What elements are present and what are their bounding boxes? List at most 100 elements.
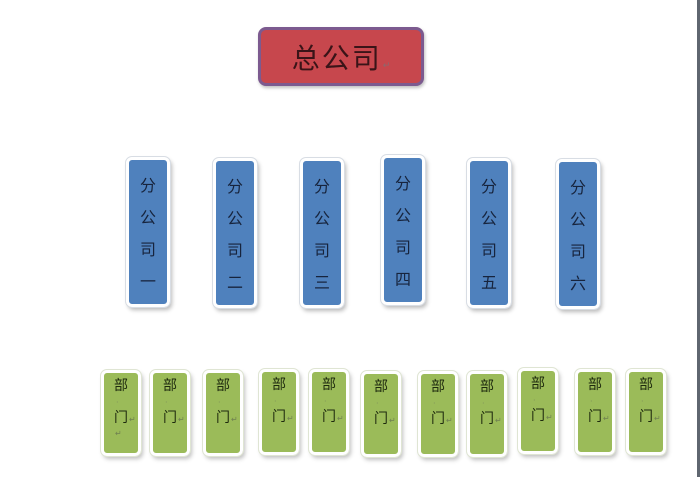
- space-mark-icon: ·: [274, 397, 277, 406]
- space-mark-icon: ·: [116, 398, 119, 407]
- branch-char: 司: [569, 242, 586, 261]
- branch-node-3[interactable]: 分 公 司 三: [299, 157, 345, 309]
- branch-char: 一: [139, 272, 156, 291]
- paragraph-mark-icon: ↵: [495, 416, 502, 425]
- space-mark-icon: ·: [641, 397, 644, 406]
- department-node-9[interactable]: 部 · 门↵: [517, 367, 559, 455]
- department-char: 部: [639, 377, 653, 393]
- department-char-row: 门↵: [639, 410, 661, 424]
- department-char: 部: [531, 376, 545, 392]
- paragraph-mark-icon: ↵: [603, 414, 610, 423]
- department-node-10[interactable]: 部 · 门↵: [574, 368, 616, 456]
- space-mark-icon: ·: [533, 396, 536, 405]
- space-mark-icon: ·: [433, 399, 436, 408]
- department-char-row: 门↵: [588, 410, 610, 424]
- head-office-label: 总公司: [291, 41, 382, 75]
- paragraph-mark-icon: ↵: [389, 416, 396, 425]
- department-char: 门: [374, 411, 388, 427]
- department-char: 门: [531, 408, 545, 424]
- branch-char: 公: [480, 209, 497, 228]
- department-char-row: 门↵: [272, 410, 294, 424]
- paragraph-mark-icon: ↵: [287, 414, 294, 423]
- department-char: 门: [588, 409, 602, 425]
- branch-char: 分: [480, 177, 497, 196]
- department-node-5[interactable]: 部 · 门↵: [308, 368, 350, 456]
- branch-char: 公: [139, 208, 156, 227]
- department-char: 门: [163, 410, 177, 426]
- branch-char: 司: [480, 241, 497, 260]
- department-node-8[interactable]: 部 · 门↵: [466, 370, 508, 458]
- department-char: 部: [431, 379, 445, 395]
- branch-char: 四: [394, 270, 411, 289]
- branch-node-6[interactable]: 分 公 司 六: [555, 158, 601, 310]
- department-char-row: 门↵: [216, 411, 238, 425]
- paragraph-mark-icon: ↵: [337, 414, 344, 423]
- department-char: 部: [322, 377, 336, 393]
- space-mark-icon: ·: [482, 399, 485, 408]
- branch-char: 司: [394, 238, 411, 257]
- branch-char: 公: [569, 210, 586, 229]
- department-char: 门: [639, 409, 653, 425]
- branch-char: 二: [226, 273, 243, 292]
- paragraph-mark-icon: ↵: [115, 429, 122, 438]
- branch-node-4[interactable]: 分 公 司 四: [380, 154, 426, 306]
- department-node-7[interactable]: 部 · 门↵: [417, 370, 459, 458]
- branch-char: 三: [313, 273, 330, 292]
- paragraph-mark-icon: ↵: [546, 413, 553, 422]
- branch-char: 公: [394, 206, 411, 225]
- branch-char: 司: [139, 240, 156, 259]
- department-char: 部: [374, 379, 388, 395]
- space-mark-icon: ·: [324, 397, 327, 406]
- space-mark-icon: ·: [590, 397, 593, 406]
- paragraph-mark-icon: ↵: [178, 415, 185, 424]
- department-char-row: 门↵: [163, 411, 185, 425]
- department-char: 部: [480, 379, 494, 395]
- paragraph-mark-icon: ↵: [654, 414, 661, 423]
- department-char: 部: [588, 377, 602, 393]
- department-char-row: 门↵: [322, 410, 344, 424]
- branch-char: 分: [313, 177, 330, 196]
- head-office-node[interactable]: 总公司 ↵: [258, 27, 424, 86]
- branch-node-1[interactable]: 分 公 司 一: [125, 156, 171, 308]
- branch-node-2[interactable]: 分 公 司 二: [212, 157, 258, 309]
- department-char: 部: [163, 378, 177, 394]
- branch-char: 五: [480, 273, 497, 292]
- department-char: 部: [216, 378, 230, 394]
- window-edge-border: [697, 0, 700, 477]
- space-mark-icon: ·: [376, 399, 379, 408]
- branch-char: 分: [394, 174, 411, 193]
- department-node-11[interactable]: 部 · 门↵: [625, 368, 667, 456]
- department-char-row: 门↵: [114, 411, 136, 425]
- paragraph-mark-icon: ↵: [446, 416, 453, 425]
- branch-char: 六: [569, 274, 586, 293]
- department-char: 门: [431, 411, 445, 427]
- space-mark-icon: ·: [218, 398, 221, 407]
- branch-char: 分: [139, 176, 156, 195]
- department-char: 门: [480, 411, 494, 427]
- department-node-2[interactable]: 部 · 门↵: [149, 369, 191, 457]
- branch-char: 分: [569, 178, 586, 197]
- branch-char: 公: [313, 209, 330, 228]
- department-char: 部: [272, 377, 286, 393]
- department-node-1[interactable]: 部 · 门↵ ↵: [100, 369, 142, 457]
- paragraph-mark-icon: ↵: [129, 415, 136, 424]
- paragraph-mark-icon: ↵: [382, 61, 391, 71]
- department-char-row: 门↵: [374, 412, 396, 426]
- department-char-row: 门↵: [431, 412, 453, 426]
- paragraph-mark-icon: ↵: [231, 415, 238, 424]
- department-char: 门: [272, 409, 286, 425]
- department-char: 门: [322, 409, 336, 425]
- department-char: 门: [114, 410, 128, 426]
- branch-char: 公: [226, 209, 243, 228]
- branch-node-5[interactable]: 分 公 司 五: [466, 157, 512, 309]
- branch-char: 司: [226, 241, 243, 260]
- department-node-4[interactable]: 部 · 门↵: [258, 368, 300, 456]
- branch-char: 分: [226, 177, 243, 196]
- space-mark-icon: ·: [165, 398, 168, 407]
- department-char-row: 门↵: [531, 409, 553, 423]
- department-node-3[interactable]: 部 · 门↵: [202, 369, 244, 457]
- branch-char: 司: [313, 241, 330, 260]
- department-char: 部: [114, 378, 128, 394]
- department-char: 门: [216, 410, 230, 426]
- department-node-6[interactable]: 部 · 门↵: [360, 370, 402, 458]
